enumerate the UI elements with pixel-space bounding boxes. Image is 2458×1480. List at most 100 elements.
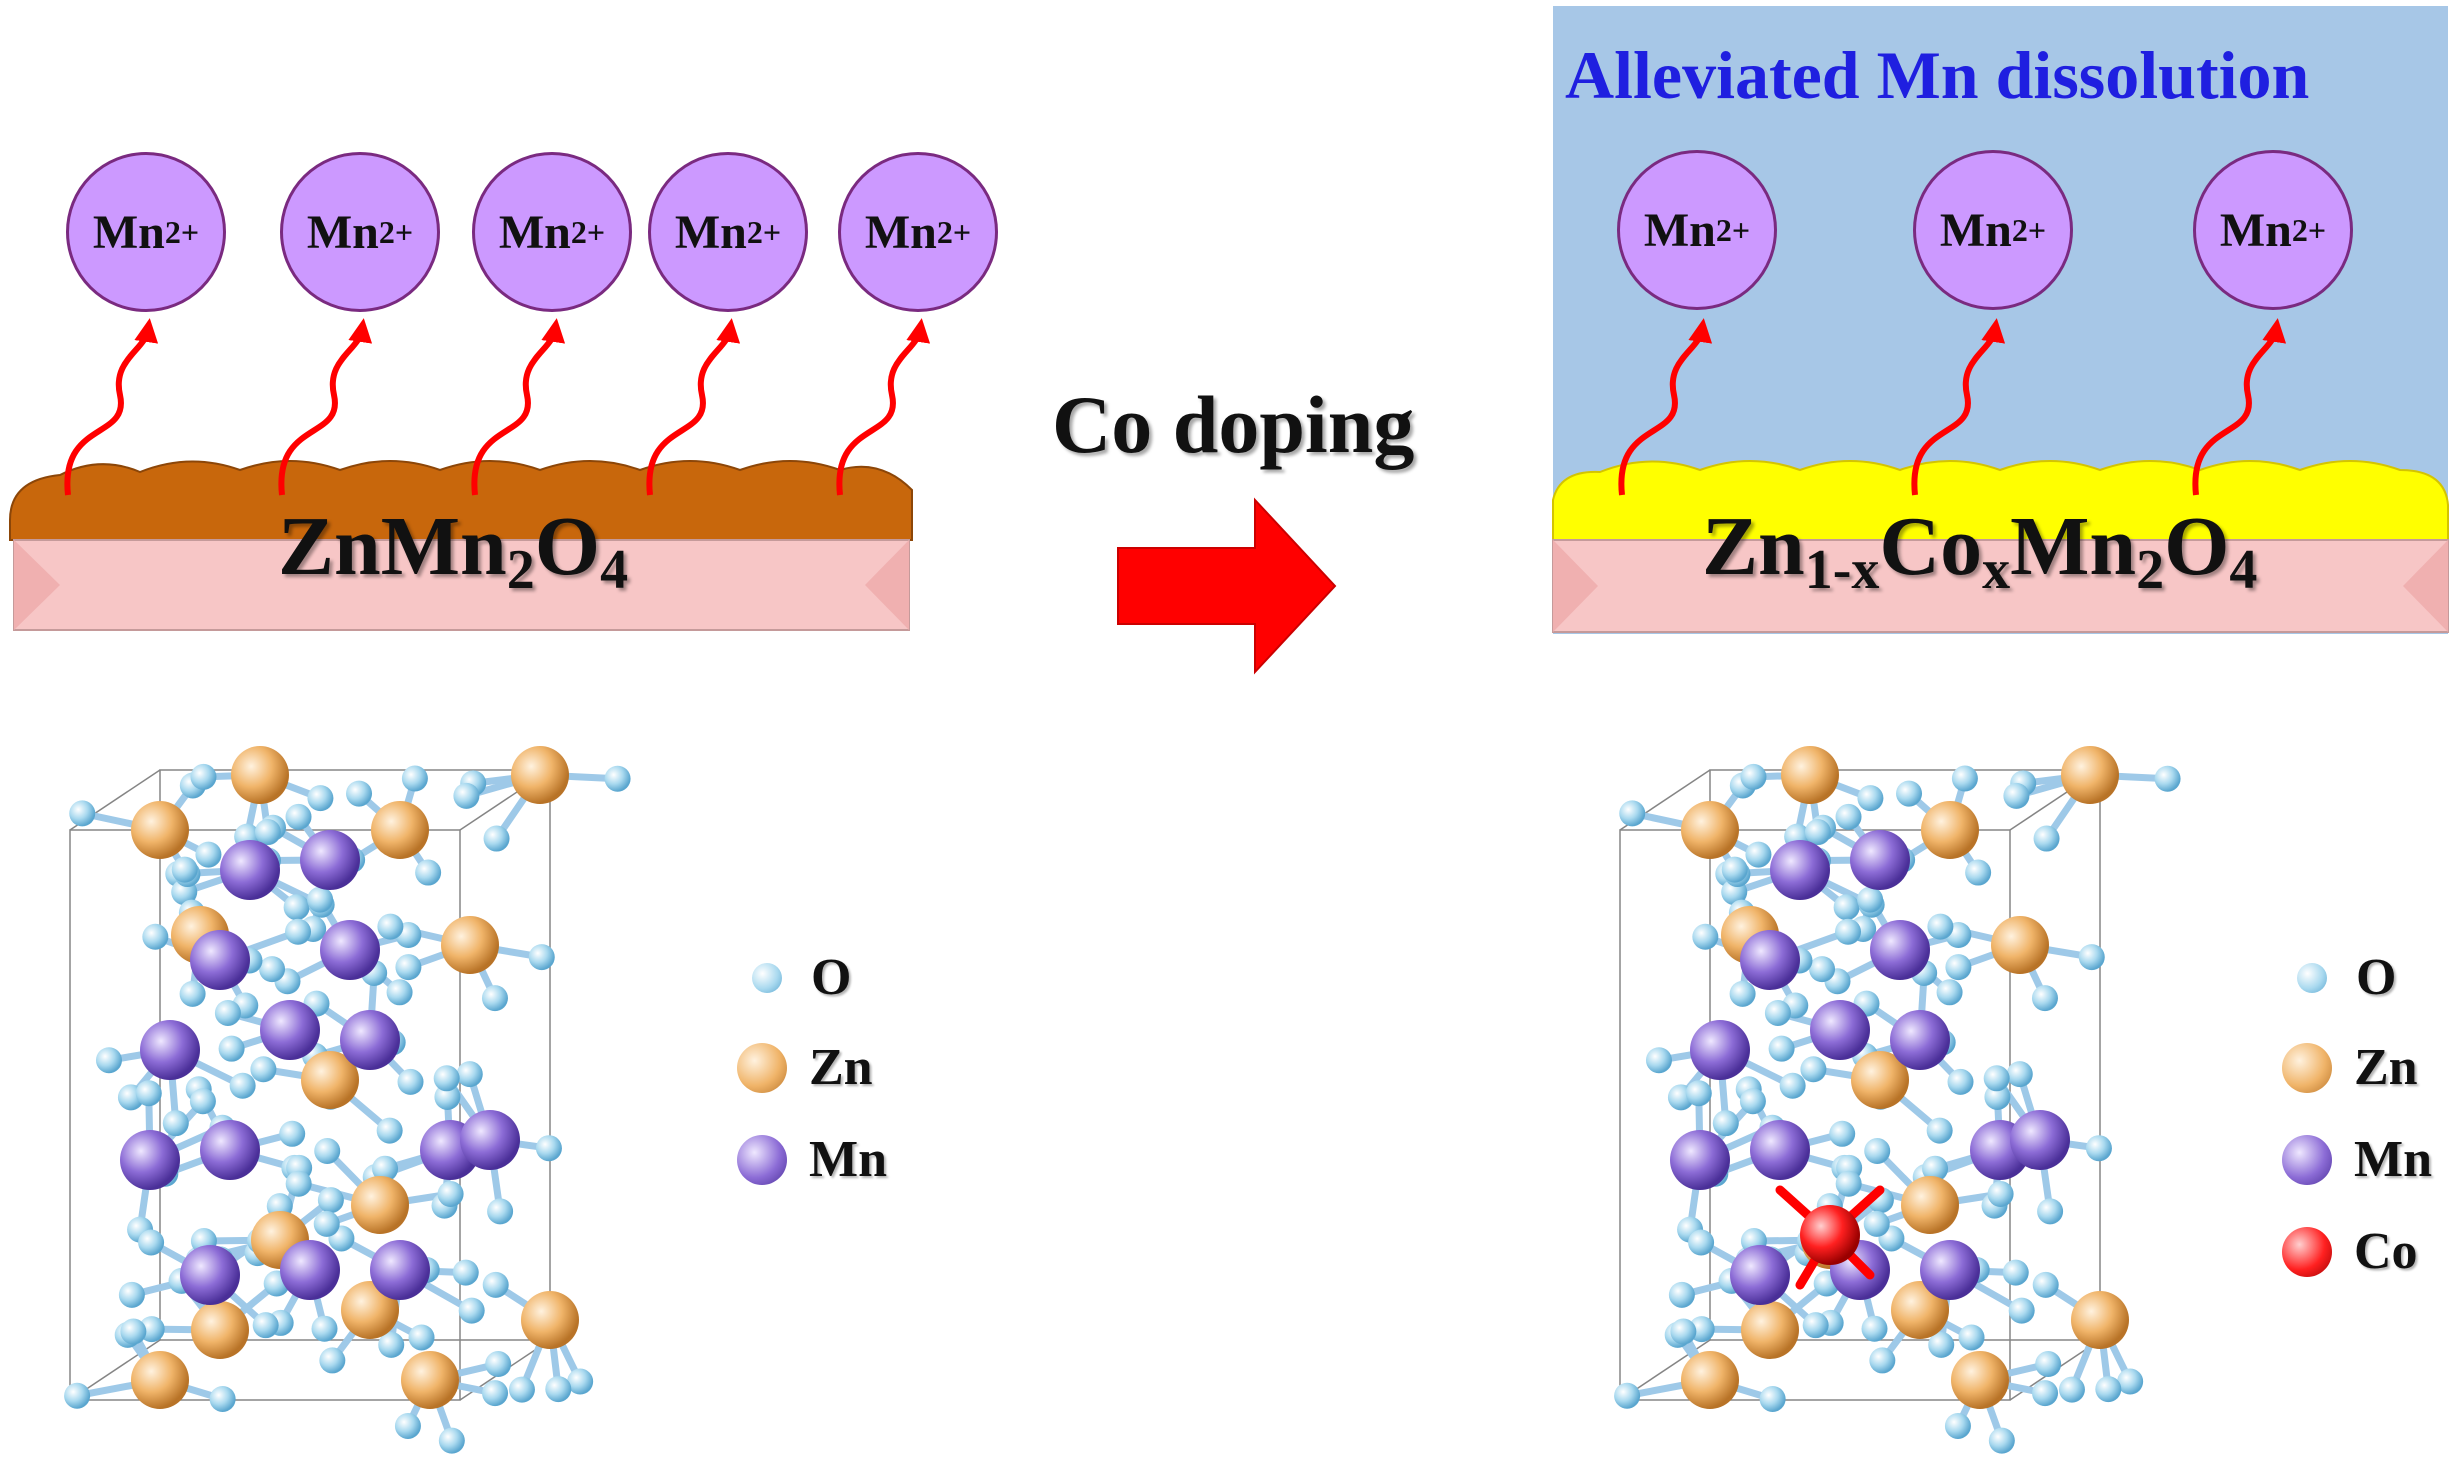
manganese-atom <box>1690 1020 1750 1080</box>
oxygen-atom <box>1833 894 1860 921</box>
oxygen-atom <box>1619 800 1646 827</box>
zinc-atom <box>1781 746 1839 804</box>
left-film <box>9 460 913 541</box>
oxygen-atom <box>2006 1061 2033 1088</box>
oxygen-atom <box>433 1065 460 1092</box>
oxygen-atom <box>415 859 442 886</box>
oxygen-atom <box>69 800 96 827</box>
oxygen-atom <box>482 1380 509 1407</box>
crystal-structure-left <box>64 746 631 1454</box>
dissolution-arrow <box>646 318 741 496</box>
legend-o: O <box>745 948 851 1007</box>
legend-zn: Zn <box>737 1038 873 1097</box>
oxygen-atom <box>1926 1117 1953 1144</box>
oxygen-atom <box>95 1047 122 1074</box>
oxygen-atom <box>1800 1056 1827 1083</box>
oxygen-atom <box>285 803 312 830</box>
manganese-atom <box>320 920 380 980</box>
zinc-atom <box>441 916 499 974</box>
oxygen-atom <box>1835 918 1862 945</box>
atoms <box>1614 746 2181 1454</box>
oxygen-atom <box>397 1068 424 1095</box>
zinc-atom <box>1851 1051 1909 1109</box>
oxygen-atom <box>1987 1181 2014 1208</box>
oxygen-atom <box>1983 1065 2010 1092</box>
manganese-atom <box>1810 1000 1870 1060</box>
oxygen-atom <box>218 1035 245 1062</box>
oxygen-atom <box>1764 999 1791 1026</box>
manganese-atom <box>460 1110 520 1170</box>
cobalt-atom <box>1800 1205 1860 1265</box>
oxygen-atom <box>2154 765 2181 792</box>
oxygen-atom <box>434 1083 461 1110</box>
zinc-atom <box>2071 1291 2129 1349</box>
zinc-atom <box>1991 916 2049 974</box>
oxygen-atom <box>604 765 631 792</box>
oxygen-atom <box>171 856 198 883</box>
oxygen-atom <box>2008 1297 2035 1324</box>
dissolution-arrow <box>64 318 159 496</box>
legend-label: O <box>811 949 852 1006</box>
oxygen-atom <box>1712 1110 1739 1137</box>
manganese-atom <box>140 1020 200 1080</box>
oxygen-atom <box>64 1382 91 1409</box>
oxygen-atom <box>528 944 555 971</box>
oxygen-atom <box>1809 956 1836 983</box>
legend-mn: Mn <box>737 1130 887 1189</box>
legend-label: Mn <box>2354 1131 2432 1188</box>
oxygen-atom <box>285 1170 312 1197</box>
oxygen-atom <box>1645 1047 1672 1074</box>
oxygen-atom <box>508 1376 535 1403</box>
oxygen-atom <box>401 765 428 792</box>
oxygen-atom <box>2032 1380 2059 1407</box>
left-film-formula: ZnMn2O4 <box>278 500 629 601</box>
crystal-structure-right <box>1614 746 2181 1454</box>
manganese-atom <box>1850 830 1910 890</box>
manganese-atom <box>1920 1240 1980 1300</box>
manganese-atom <box>1670 1130 1730 1190</box>
oxygen-atom <box>317 1187 344 1214</box>
oxygen-atom <box>195 841 222 868</box>
oxygen-atom <box>376 1117 403 1144</box>
oxygen-atom <box>395 954 422 981</box>
oxygen-atom <box>567 1368 594 1395</box>
oxygen-atom <box>452 1259 479 1286</box>
oxygen-atom <box>2003 782 2030 809</box>
oxygen-atom <box>1988 1427 2015 1454</box>
oxygen-atom-icon <box>752 962 782 993</box>
oxygen-atom <box>378 1331 405 1358</box>
oxygen-atom <box>313 1210 340 1237</box>
oxygen-atom <box>118 1281 145 1308</box>
oxygen-atom <box>1944 1412 1971 1439</box>
zinc-atom <box>521 1291 579 1349</box>
manganese-atom-icon <box>737 1134 787 1185</box>
zinc-atom <box>1921 801 1979 859</box>
oxygen-atom <box>283 894 310 921</box>
zinc-atom <box>2061 746 2119 804</box>
legend-o: O <box>2290 948 2396 1007</box>
dissolution-arrow <box>836 318 931 496</box>
oxygen-atom <box>456 1061 483 1088</box>
zinc-atom <box>191 1301 249 1359</box>
oxygen-atom <box>189 1088 216 1115</box>
oxygen-atom <box>2035 1351 2062 1378</box>
oxygen-atom <box>1685 1080 1712 1107</box>
oxygen-atom <box>535 1135 562 1162</box>
oxygen-atom <box>1857 785 1884 812</box>
dissolution-arrow <box>1911 318 2006 496</box>
zinc-atom <box>511 746 569 804</box>
oxygen-atom <box>1768 1035 1795 1062</box>
oxygen-atom <box>1922 1155 1949 1182</box>
cobalt-atom-icon <box>2282 1226 2332 1277</box>
right-film-formula: Zn1-xCoxMn2O4 <box>1702 500 2258 601</box>
zinc-atom <box>1681 1351 1739 1409</box>
oxygen-atom <box>346 780 373 807</box>
manganese-atom <box>280 1240 340 1300</box>
oxygen-atom <box>259 956 286 983</box>
oxygen-atom-icon <box>2297 962 2327 993</box>
oxygen-atom <box>483 825 510 852</box>
right-dissolution-arrows <box>1618 318 2287 496</box>
